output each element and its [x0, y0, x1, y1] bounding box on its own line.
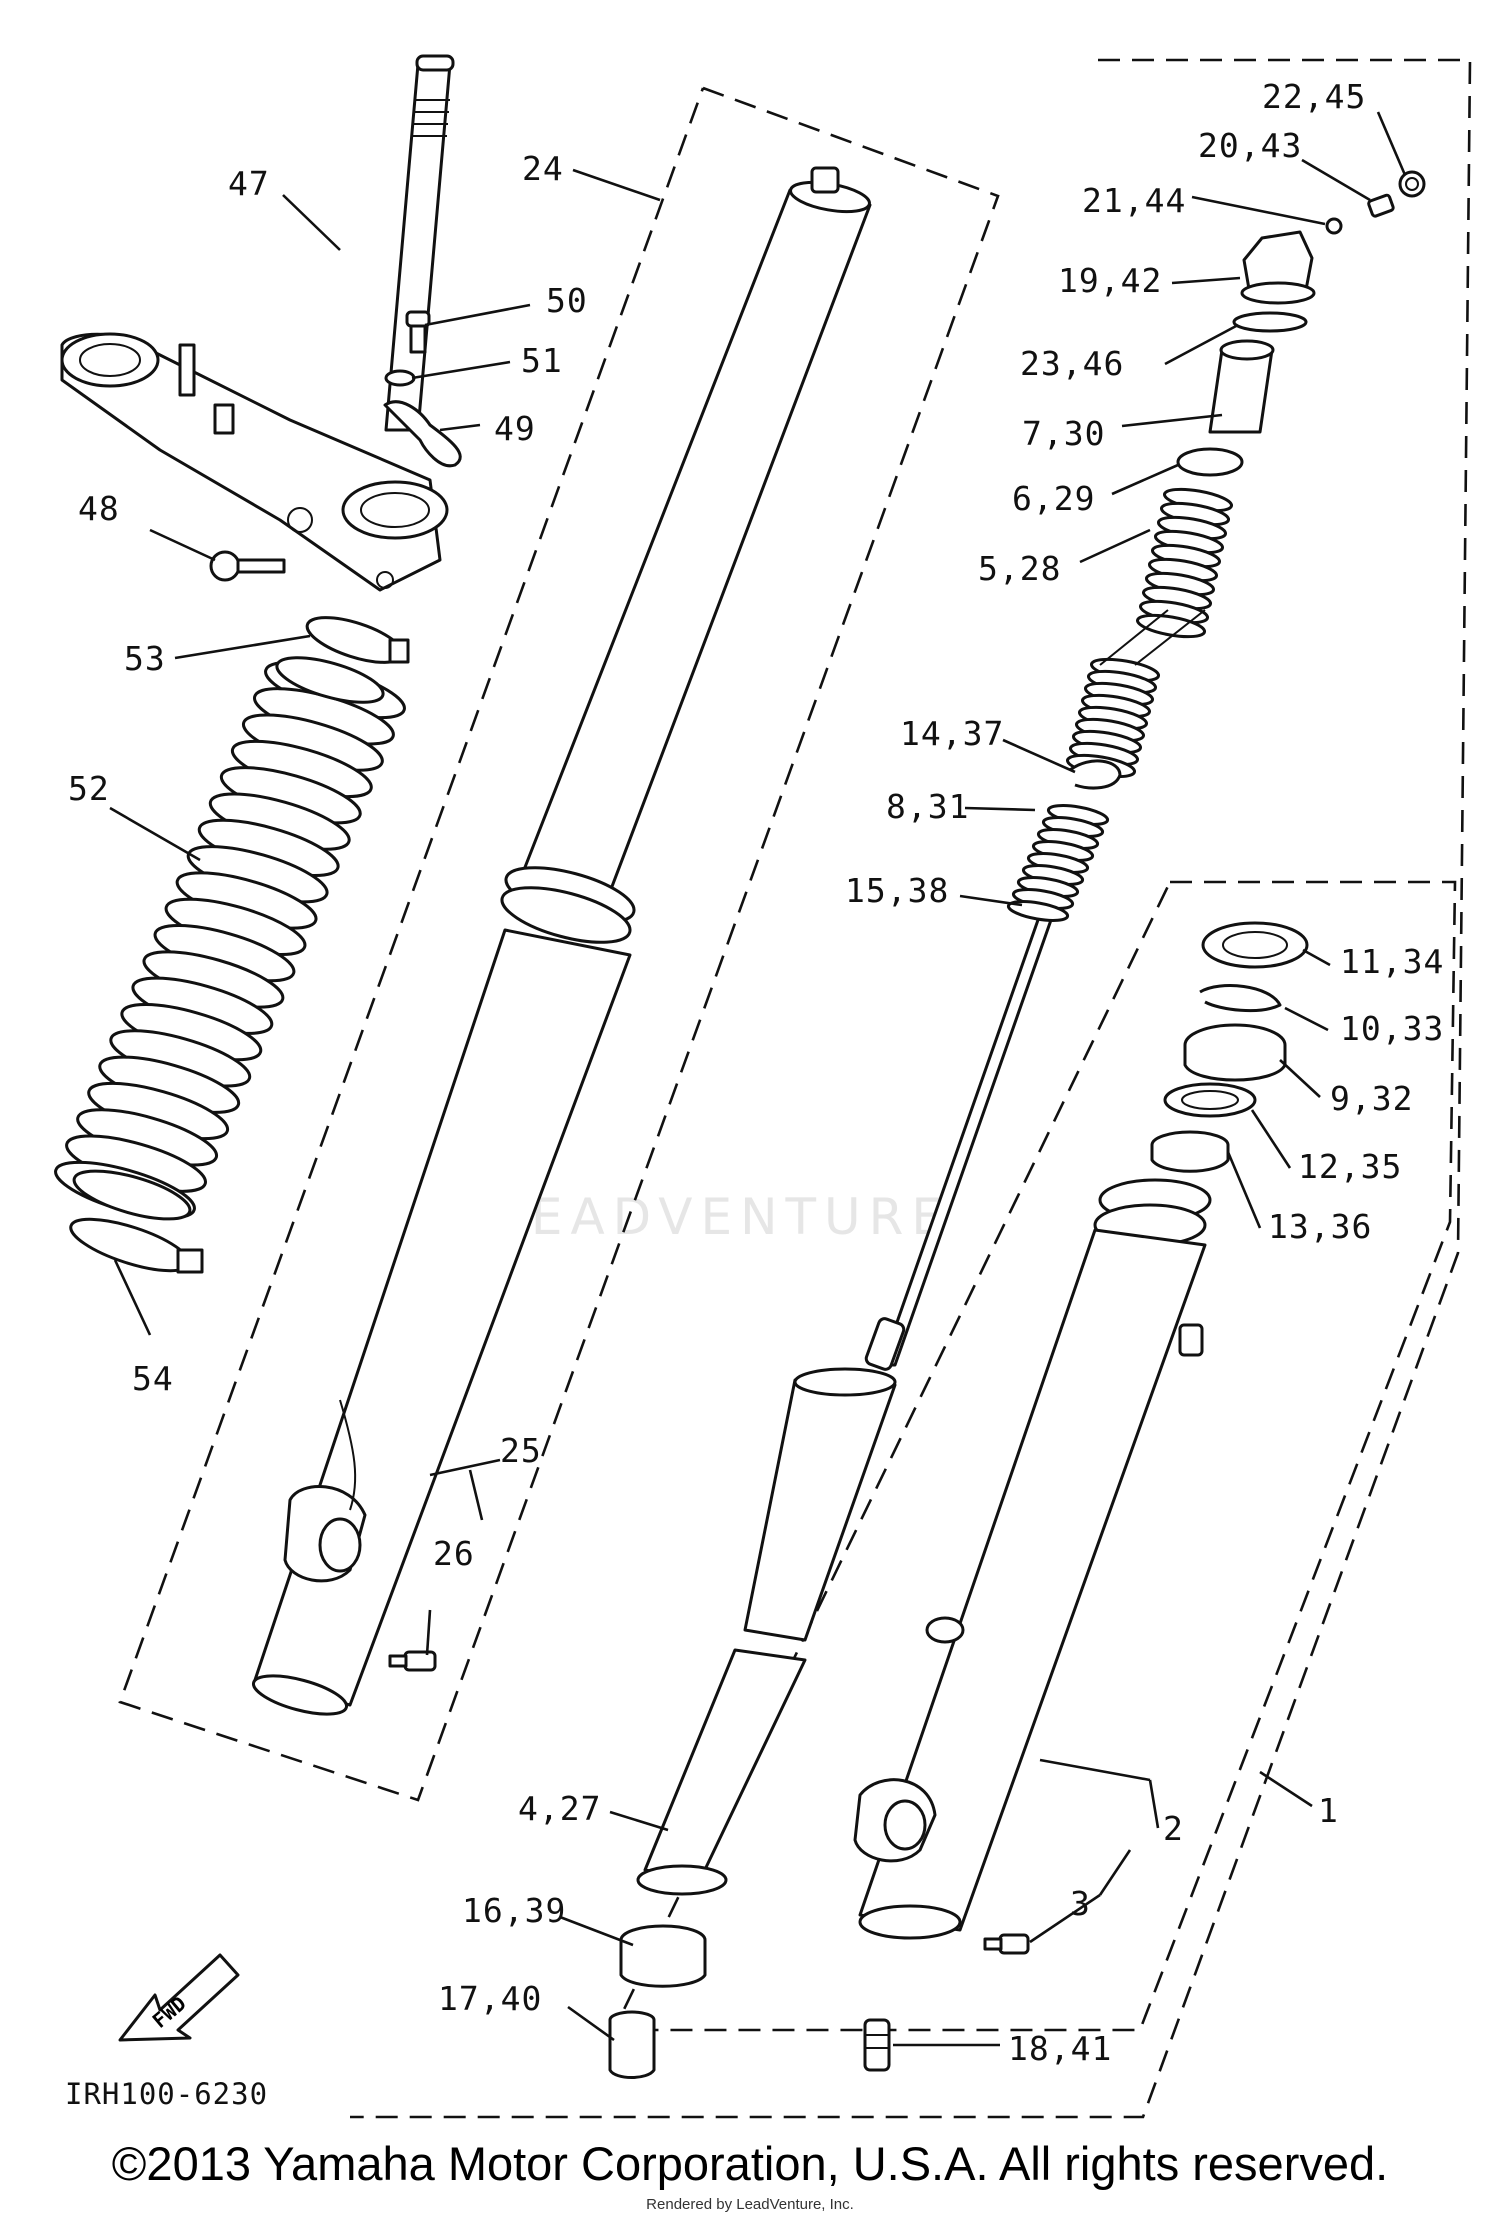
label-9-32: 9,32 — [1330, 1079, 1413, 1118]
label-13-36: 13,36 — [1268, 1207, 1372, 1246]
label-1: 1 — [1318, 1791, 1339, 1830]
label-7-30: 7,30 — [1022, 414, 1105, 453]
label-48: 48 — [78, 489, 120, 528]
group-outline-outer-tube — [118, 86, 1000, 1802]
drain-bolt-26 — [388, 1650, 437, 1672]
label-23-46: 23,46 — [1020, 344, 1124, 383]
outer-tube-25 — [251, 866, 636, 1716]
boot-clamp-54 — [69, 1217, 204, 1274]
label-54: 54 — [132, 1359, 174, 1398]
label-17-40: 17,40 — [438, 1979, 542, 2018]
label-24: 24 — [522, 149, 564, 188]
label-8-31: 8,31 — [886, 787, 969, 826]
drain-bolt-3 — [983, 1933, 1030, 1955]
bolt-50 — [405, 310, 431, 354]
rendered-by-note: Rendered by LeadVenture, Inc. — [646, 2196, 854, 2213]
fork-spring-5 — [1065, 487, 1234, 779]
label-53: 53 — [124, 639, 166, 678]
label-15-38: 15,38 — [845, 871, 949, 910]
label-12-35: 12,35 — [1298, 1147, 1402, 1186]
fwd-arrow-icon: FWD — [118, 1953, 240, 2042]
damper-rod-8 — [864, 898, 1060, 1371]
group-outline-inner-assembly — [350, 58, 1472, 2119]
leadventure-watermark: LEADVENTURE — [495, 1188, 951, 1246]
clip-10 — [1199, 984, 1282, 1012]
air-valve-20 — [1367, 193, 1395, 218]
piece-17 — [608, 2010, 656, 2079]
label-16-39: 16,39 — [462, 1891, 566, 1930]
label-3: 3 — [1070, 1884, 1091, 1923]
label-20-43: 20,43 — [1198, 126, 1302, 165]
label-21-44: 21,44 — [1082, 181, 1186, 220]
diagram-code: IRH100-6230 — [65, 2077, 268, 2111]
boot-clamp-53 — [305, 616, 410, 664]
cable-guide-49 — [383, 400, 462, 468]
label-25: 25 — [500, 1431, 542, 1470]
part-labels: 47 50 51 49 48 53 52 54 24 25 26 22,45 2… — [65, 77, 1444, 2111]
label-22-45: 22,45 — [1262, 77, 1366, 116]
spring-seat-6 — [1176, 447, 1244, 477]
inner-tube-24 — [518, 166, 872, 907]
label-10-33: 10,33 — [1340, 1009, 1444, 1048]
o-ring-23 — [1232, 311, 1308, 333]
fork-boot-52 — [54, 656, 406, 1221]
label-47: 47 — [228, 164, 270, 203]
cap-bolt-19 — [1240, 230, 1316, 305]
spacer-7 — [1208, 339, 1275, 434]
outer-tube-2 — [853, 1178, 1212, 1940]
cap-bolt-22 — [1398, 170, 1426, 198]
label-26: 26 — [433, 1534, 475, 1573]
steering-stem-bracket — [60, 54, 455, 592]
oil-seal-11 — [1201, 921, 1309, 969]
rebound-spring-15 — [1006, 804, 1110, 922]
label-2: 2 — [1163, 1809, 1184, 1848]
circlip-14 — [1069, 759, 1122, 790]
bushing-13 — [1150, 1130, 1230, 1173]
bolt-18 — [863, 2018, 891, 2072]
label-51: 51 — [521, 341, 563, 380]
label-52: 52 — [68, 769, 110, 808]
washer-51 — [384, 369, 416, 387]
label-50: 50 — [546, 281, 588, 320]
label-4-27: 4,27 — [518, 1789, 601, 1828]
label-11-34: 11,34 — [1340, 942, 1444, 981]
leader-lines — [109, 111, 1407, 2047]
label-18-41: 18,41 — [1008, 2029, 1112, 2068]
washer-12 — [1163, 1082, 1257, 1118]
label-19-42: 19,42 — [1058, 261, 1162, 300]
label-6-29: 6,29 — [1012, 479, 1095, 518]
copyright-notice: ©2013 Yamaha Motor Corporation, U.S.A. A… — [111, 2137, 1389, 2190]
label-49: 49 — [494, 409, 536, 448]
label-14-37: 14,37 — [900, 714, 1004, 753]
label-5-28: 5,28 — [978, 549, 1061, 588]
seat-16 — [619, 1924, 707, 1988]
front-fork-exploded-diagram: FWD — [54, 54, 1472, 2119]
o-ring-21 — [1325, 217, 1343, 235]
cylinder-4 — [636, 1367, 897, 1896]
oil-seal-9 — [1183, 1023, 1287, 1082]
pinch-bolt-48 — [209, 550, 286, 582]
